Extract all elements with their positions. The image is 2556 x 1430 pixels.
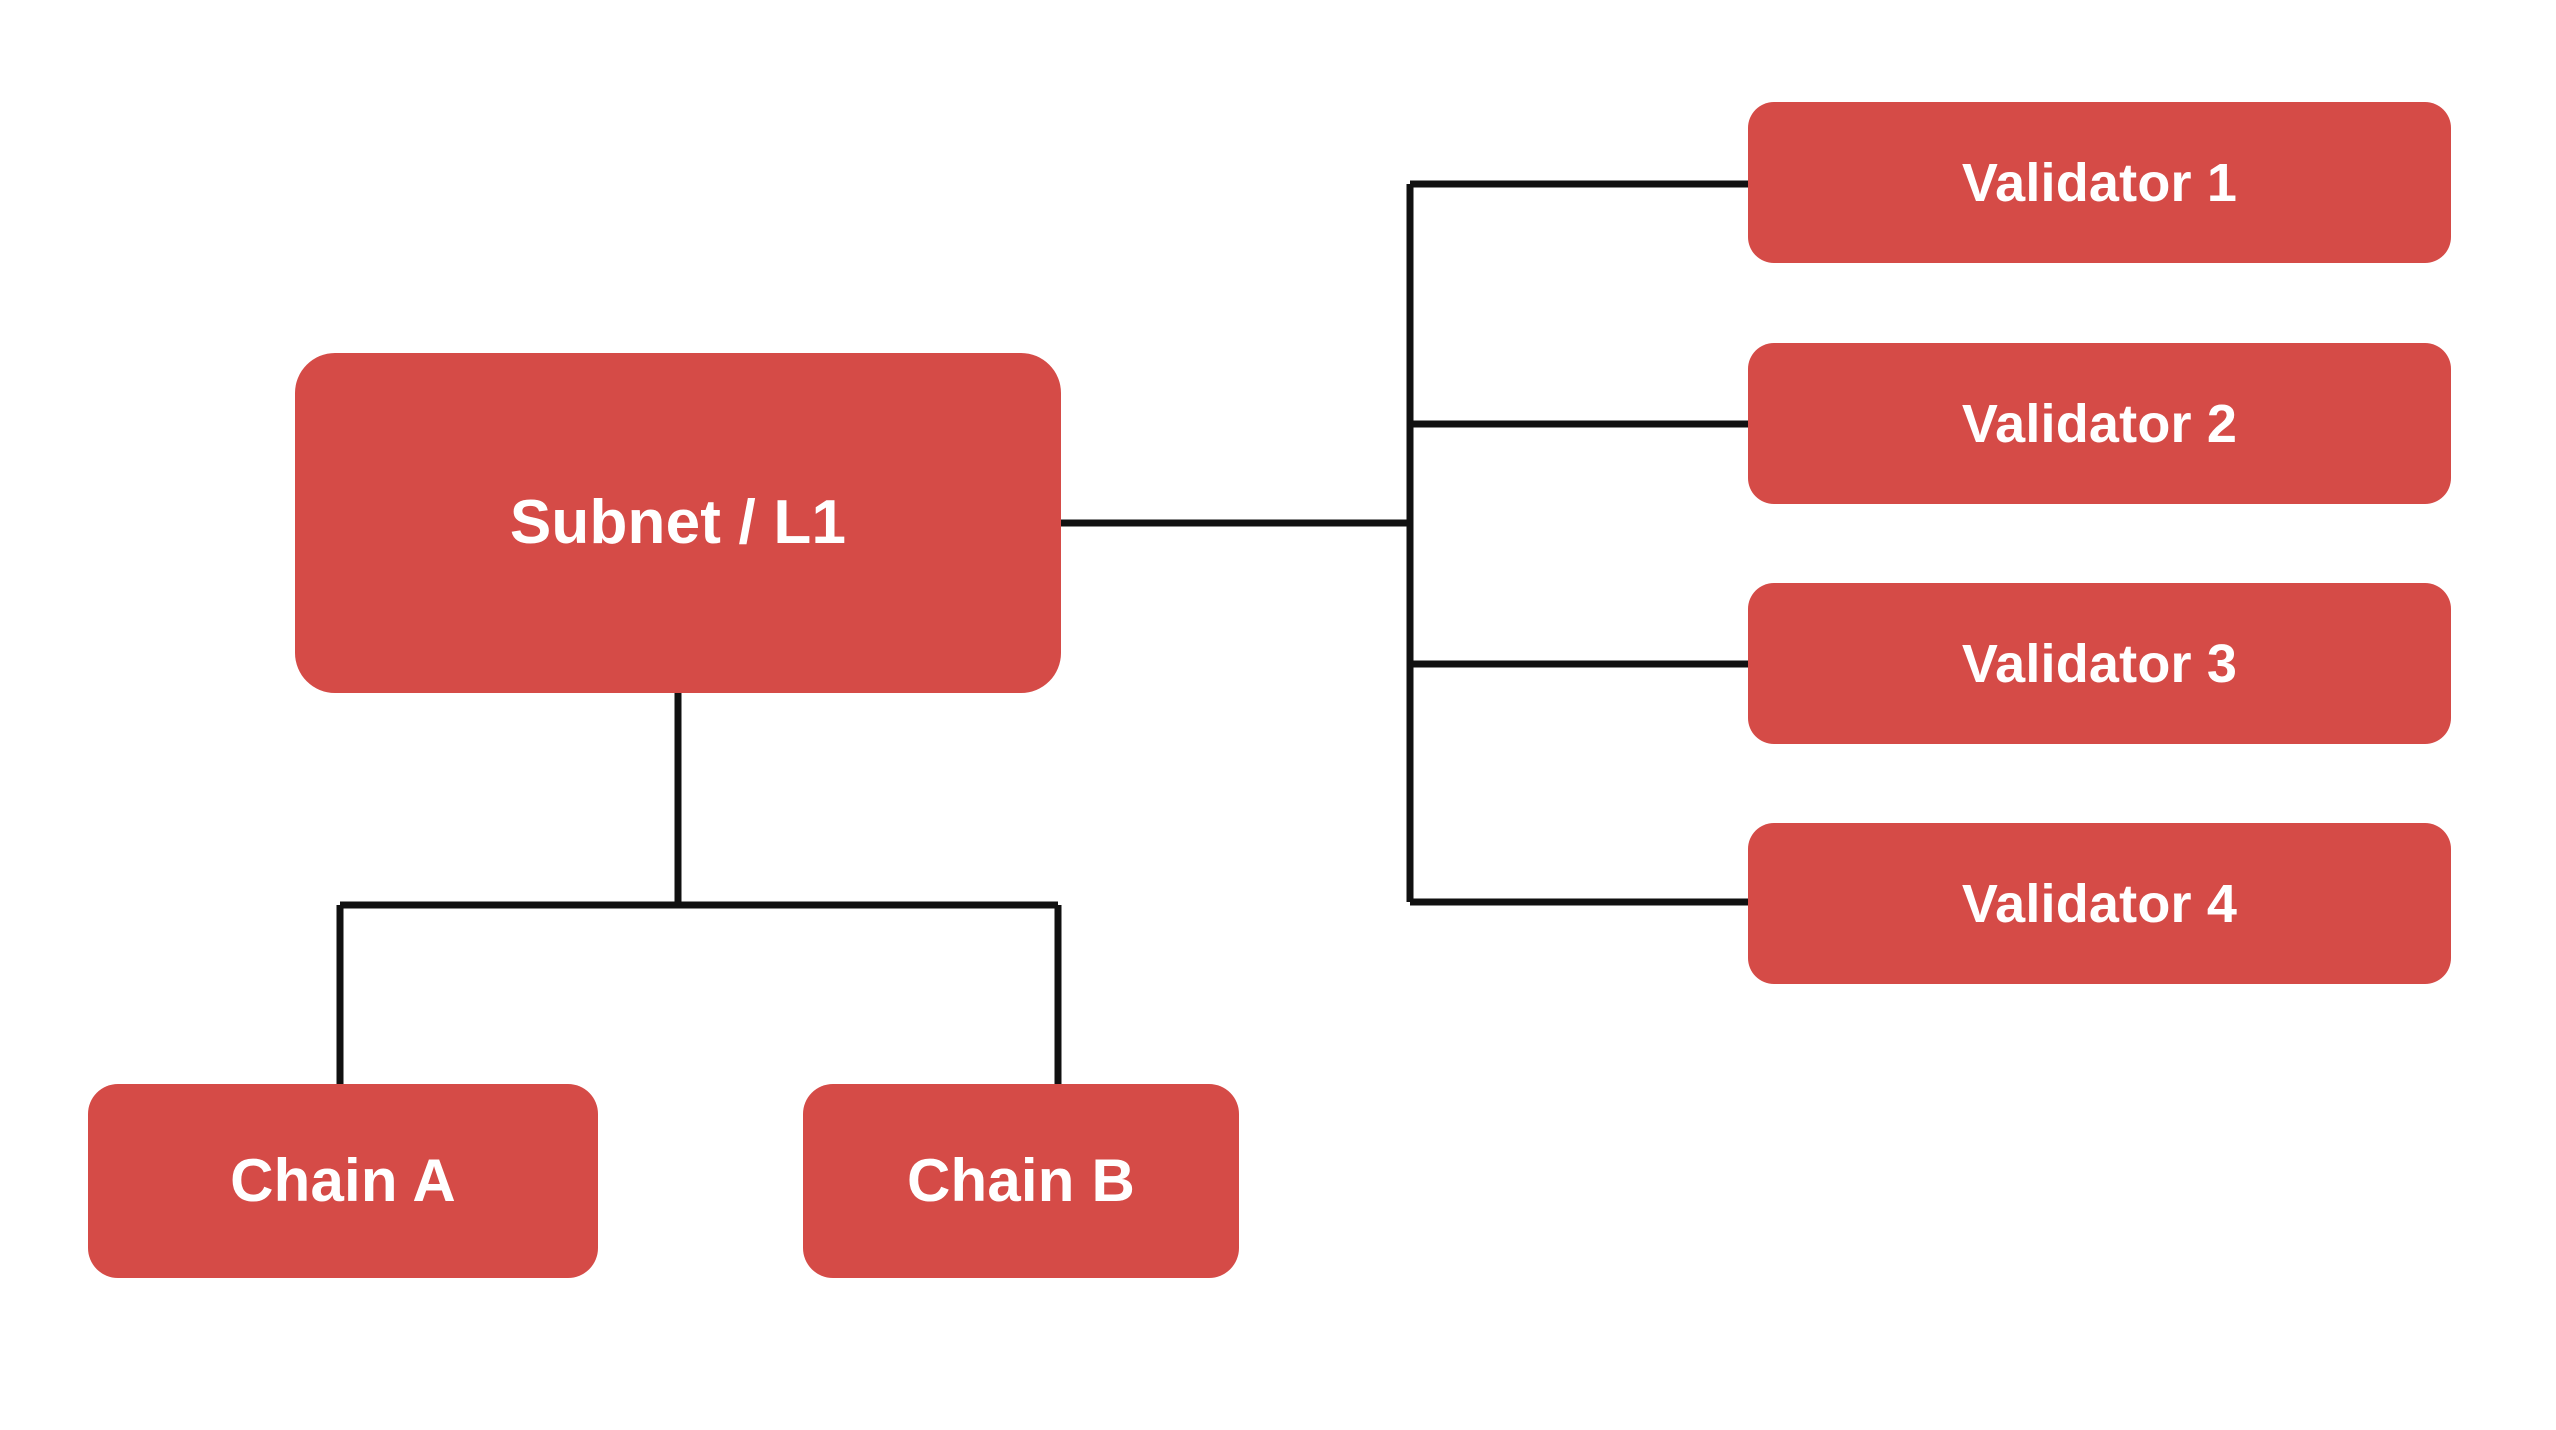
node-validator-4-label: Validator 4 (1961, 873, 2238, 934)
node-chain-b[interactable]: Chain B (803, 1084, 1239, 1278)
node-chain-b-label: Chain B (906, 1147, 1136, 1214)
node-validator-3-label: Validator 3 (1961, 633, 2238, 694)
node-validator-3[interactable]: Validator 3 (1748, 583, 2451, 744)
node-validator-4[interactable]: Validator 4 (1748, 823, 2451, 984)
node-validator-1-label: Validator 1 (1961, 152, 2238, 213)
node-validator-1[interactable]: Validator 1 (1748, 102, 2451, 263)
node-validator-2-label: Validator 2 (1961, 393, 2238, 454)
node-subnet-l1-label: Subnet / L1 (509, 488, 847, 557)
node-subnet-l1[interactable]: Subnet / L1 (295, 353, 1061, 693)
node-validator-2[interactable]: Validator 2 (1748, 343, 2451, 504)
node-chain-a[interactable]: Chain A (88, 1084, 598, 1278)
node-chain-a-label: Chain A (230, 1147, 456, 1214)
